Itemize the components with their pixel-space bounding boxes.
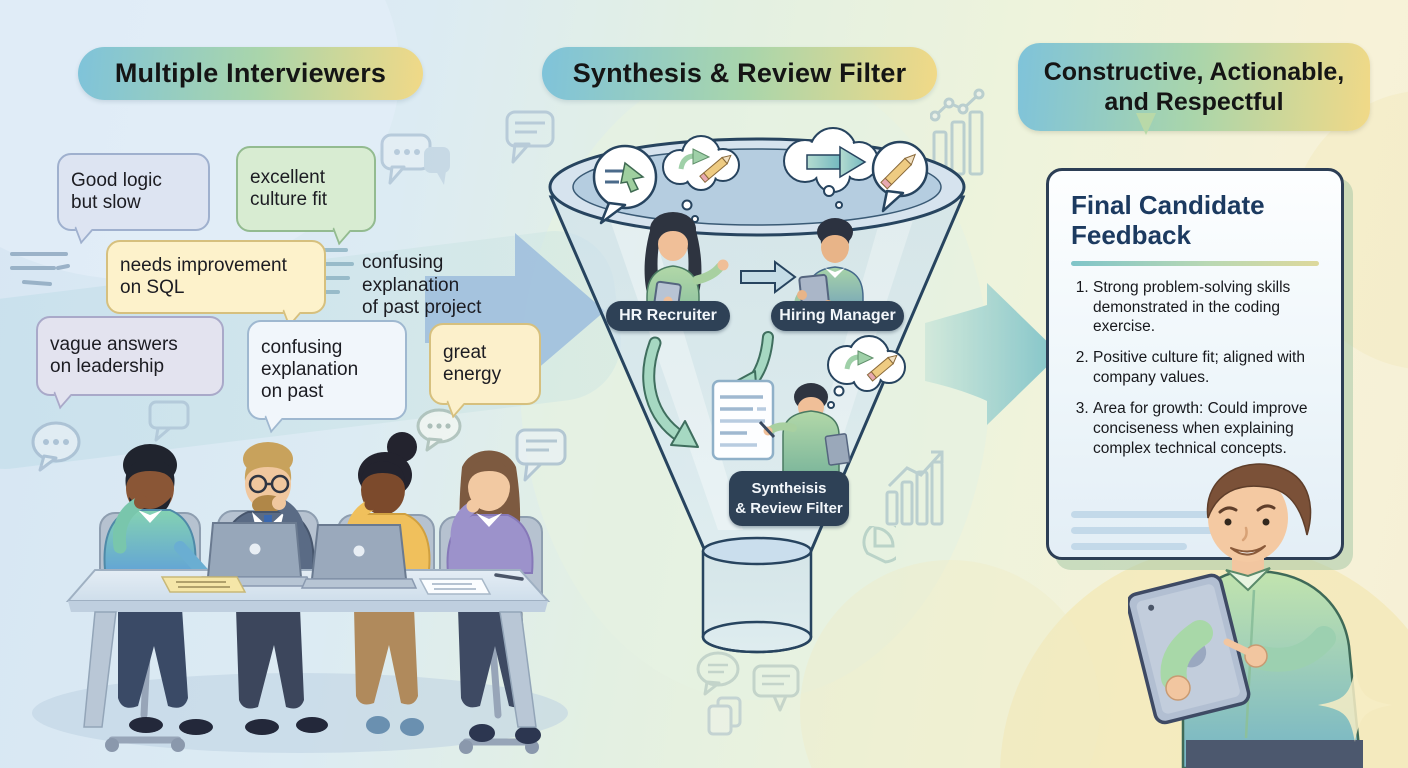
- thought-cloud-arrow: [783, 127, 879, 209]
- middle-panel-title-label: Synthesis & Review Filter: [572, 58, 907, 88]
- card-divider: [1071, 260, 1319, 266]
- arrow-down-left-icon: [642, 336, 699, 448]
- chat-dots-icon: [380, 133, 450, 185]
- bubble-confusing-past: confusing explanation on past: [247, 320, 407, 420]
- funnel-illustration: [548, 127, 966, 654]
- bubble-great-energy-text: great energy: [443, 341, 502, 385]
- interviewer-1: [103, 444, 221, 583]
- bubble-good-logic-text: Good logic but slow: [71, 169, 162, 213]
- right-panel-title-label: Constructive, Actionable, and Respectful: [1043, 57, 1345, 117]
- hiring-manager-label-text: Hiring Manager: [779, 307, 896, 324]
- note-past-project: confusing explanation of past project: [362, 230, 532, 320]
- reviewer-with-tablet: [1128, 463, 1363, 768]
- text-lines-icon: [10, 252, 70, 286]
- left-panel-title-label: Multiple Interviewers: [114, 58, 387, 88]
- skeleton-line: [1071, 543, 1187, 550]
- hr-recruiter-label-text: HR Recruiter: [619, 307, 717, 324]
- bubble-culture-fit: excellent culture fit: [236, 146, 376, 232]
- bubble-culture-fit-text: excellent culture fit: [250, 166, 328, 210]
- hiring-manager-label: Hiring Manager: [771, 301, 904, 331]
- skeleton-line: [1071, 511, 1259, 518]
- feedback-item-1: Strong problem-solving skills demonstrat…: [1093, 278, 1319, 337]
- skeleton-line: [1071, 527, 1231, 534]
- laptop: [300, 524, 418, 589]
- thought-cloud-synthesis: [827, 335, 906, 409]
- note-past-project-text: confusing explanation of past project: [362, 252, 482, 319]
- synthesis-filter-label: Syntheisis & Review Filter: [729, 471, 849, 526]
- synthesis-filter-label-text: Syntheisis & Review Filter: [735, 480, 843, 517]
- left-panel-title: Multiple Interviewers: [78, 47, 423, 100]
- thought-cloud-pencil: [871, 140, 929, 213]
- arrow-hr-to-manager-icon: [740, 260, 797, 294]
- bubble-good-logic: Good logic but slow: [57, 153, 210, 231]
- papers: [418, 573, 524, 595]
- bubble-great-energy: great energy: [429, 323, 541, 405]
- thought-cloud-lines-cursor: [592, 144, 658, 225]
- bubble-leadership-text: vague answers on leadership: [50, 333, 178, 377]
- right-panel-title: Constructive, Actionable, and Respectful: [1018, 43, 1370, 135]
- hr-recruiter-label: HR Recruiter: [606, 301, 730, 331]
- feedback-list: Strong problem-solving skills demonstrat…: [1071, 278, 1319, 459]
- reviewer-figure: [1128, 463, 1363, 768]
- bubble-sql-text: needs improvement on SQL: [120, 254, 287, 298]
- final-feedback-card: Final Candidate Feedback Strong problem-…: [1046, 168, 1344, 560]
- feedback-item-2: Positive culture fit; aligned with compa…: [1093, 348, 1319, 388]
- middle-panel-title: Synthesis & Review Filter: [542, 47, 937, 100]
- interviewer-4: [446, 450, 534, 574]
- card-title: Final Candidate Feedback: [1071, 190, 1265, 250]
- copy-document-icon: [707, 696, 742, 736]
- bubble-confusing-past-text: confusing explanation on past: [261, 336, 359, 403]
- bubble-leadership: vague answers on leadership: [36, 316, 224, 396]
- document-icon: [711, 379, 775, 461]
- notepad: [160, 576, 247, 593]
- synthesis-figure: [758, 383, 851, 473]
- thought-cloud-edit: [662, 135, 740, 223]
- bubble-sql: needs improvement on SQL: [106, 240, 326, 314]
- feedback-item-3: Area for growth: Could improve concisene…: [1093, 399, 1319, 458]
- interviewers-illustration: [32, 432, 568, 754]
